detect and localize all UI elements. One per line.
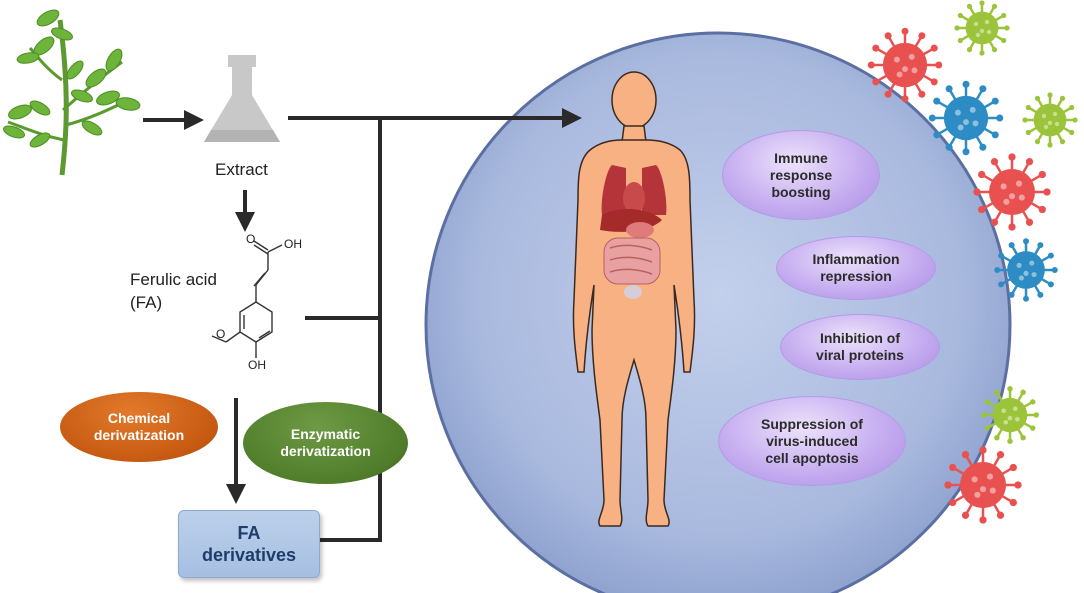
effect-viral-proteins-label: Inhibition of viral proteins [816,330,904,363]
virus-red-2-icon [973,153,1051,231]
oh-bottom-label: OH [248,358,266,372]
chemical-derivatization-label: Chemical derivatization [93,410,185,443]
virus-red-3-icon [944,446,1022,524]
plant-icon [3,9,141,176]
effect-immune-label: Immune response boosting [769,149,833,200]
oh-top-label: OH [284,237,302,251]
enzymatic-derivatization-badge: Enzymatic derivatization [243,402,408,484]
virus-green-2-icon [1022,92,1078,148]
effect-apoptosis-label: Suppression of virus-induced cell apopto… [761,415,863,466]
chemical-derivatization-badge: Chemical derivatization [60,392,218,462]
o-top-label: O [246,232,256,246]
virus-blue-2-icon [994,238,1058,302]
extract-label: Extract [215,160,268,179]
organs-icon [600,165,667,299]
flask-icon [204,55,280,142]
effect-inflammation: Inflammation repression [776,236,936,300]
fa-derivatives-label: FA derivatives [201,523,297,565]
virus-red-1-icon [867,27,943,103]
effect-inflammation-label: Inflammation repression [812,251,900,284]
virus-green-1-icon [954,0,1010,56]
ferulic-acid-label: Ferulic acid (FA) [130,270,217,312]
enzymatic-derivatization-label: Enzymatic derivatization [280,426,371,459]
effect-apoptosis: Suppression of virus-induced cell apopto… [718,396,906,486]
effect-immune: Immune response boosting [722,130,880,220]
ferulic-acid-structure [211,240,283,358]
human-body-icon [572,71,696,527]
effect-viral-proteins: Inhibition of viral proteins [780,314,940,380]
virus-green-3-icon [981,386,1039,444]
virus-blue-1-icon [928,80,1004,156]
o-methoxy-label: O [216,327,226,341]
fa-derivatives-box: FA derivatives [178,510,320,578]
virus-group [867,0,1078,524]
